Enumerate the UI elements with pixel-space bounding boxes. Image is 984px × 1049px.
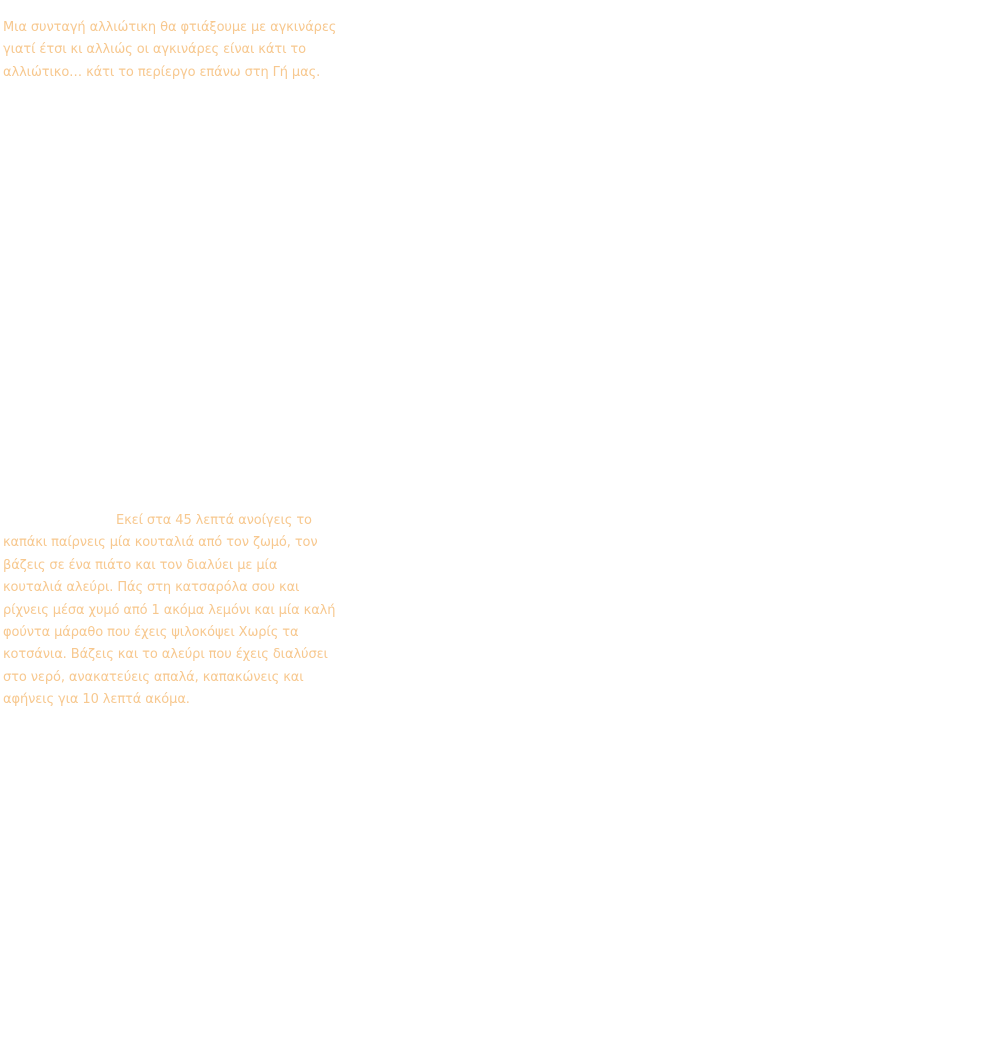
step-line: φούντα μάραθο που έχεις ψιλοκόψει Χωρίς …: [3, 625, 299, 641]
step-line: καπάκι παίρνεις μία κουταλιά από τον ζωμ…: [3, 535, 318, 551]
intro-paragraph: Μια συνταγή αλλιώτικη θα φτιάξουμε με αγ…: [3, 17, 337, 84]
intro-line: γιατί έτσι κι αλλιώς οι αγκινάρες είναι …: [3, 42, 306, 58]
step-paragraph: Εκεί στα 45 λεπτά ανοίγεις το καπάκι παί…: [3, 510, 336, 712]
step-line: στο νερό, ανακατεύεις απαλά, καπακώνεις …: [3, 669, 304, 685]
step-line: ρίχνεις μέσα χυμό από 1 ακόμα λεμόνι και…: [3, 602, 336, 618]
step-line: κουταλιά αλεύρι. Πάς στη κατσαρόλα σου κ…: [3, 580, 300, 596]
intro-line: αλλιώτικο… κάτι το περίεργο επάνω στη Γή…: [3, 64, 321, 80]
step-line: αφήνεις για 10 λεπτά ακόμα.: [3, 692, 190, 708]
step-line-first: Εκεί στα 45 λεπτά ανοίγεις το: [3, 510, 323, 532]
step-line: κοτσάνια. Βάζεις και το αλεύρι που έχεις…: [3, 647, 328, 663]
step-line-text: Εκεί στα 45 λεπτά ανοίγεις το: [116, 513, 312, 528]
step-line: βάζεις σε ένα πιάτο και τον διαλύει με μ…: [3, 557, 278, 573]
intro-line: Μια συνταγή αλλιώτικη θα φτιάξουμε με αγ…: [3, 20, 337, 35]
